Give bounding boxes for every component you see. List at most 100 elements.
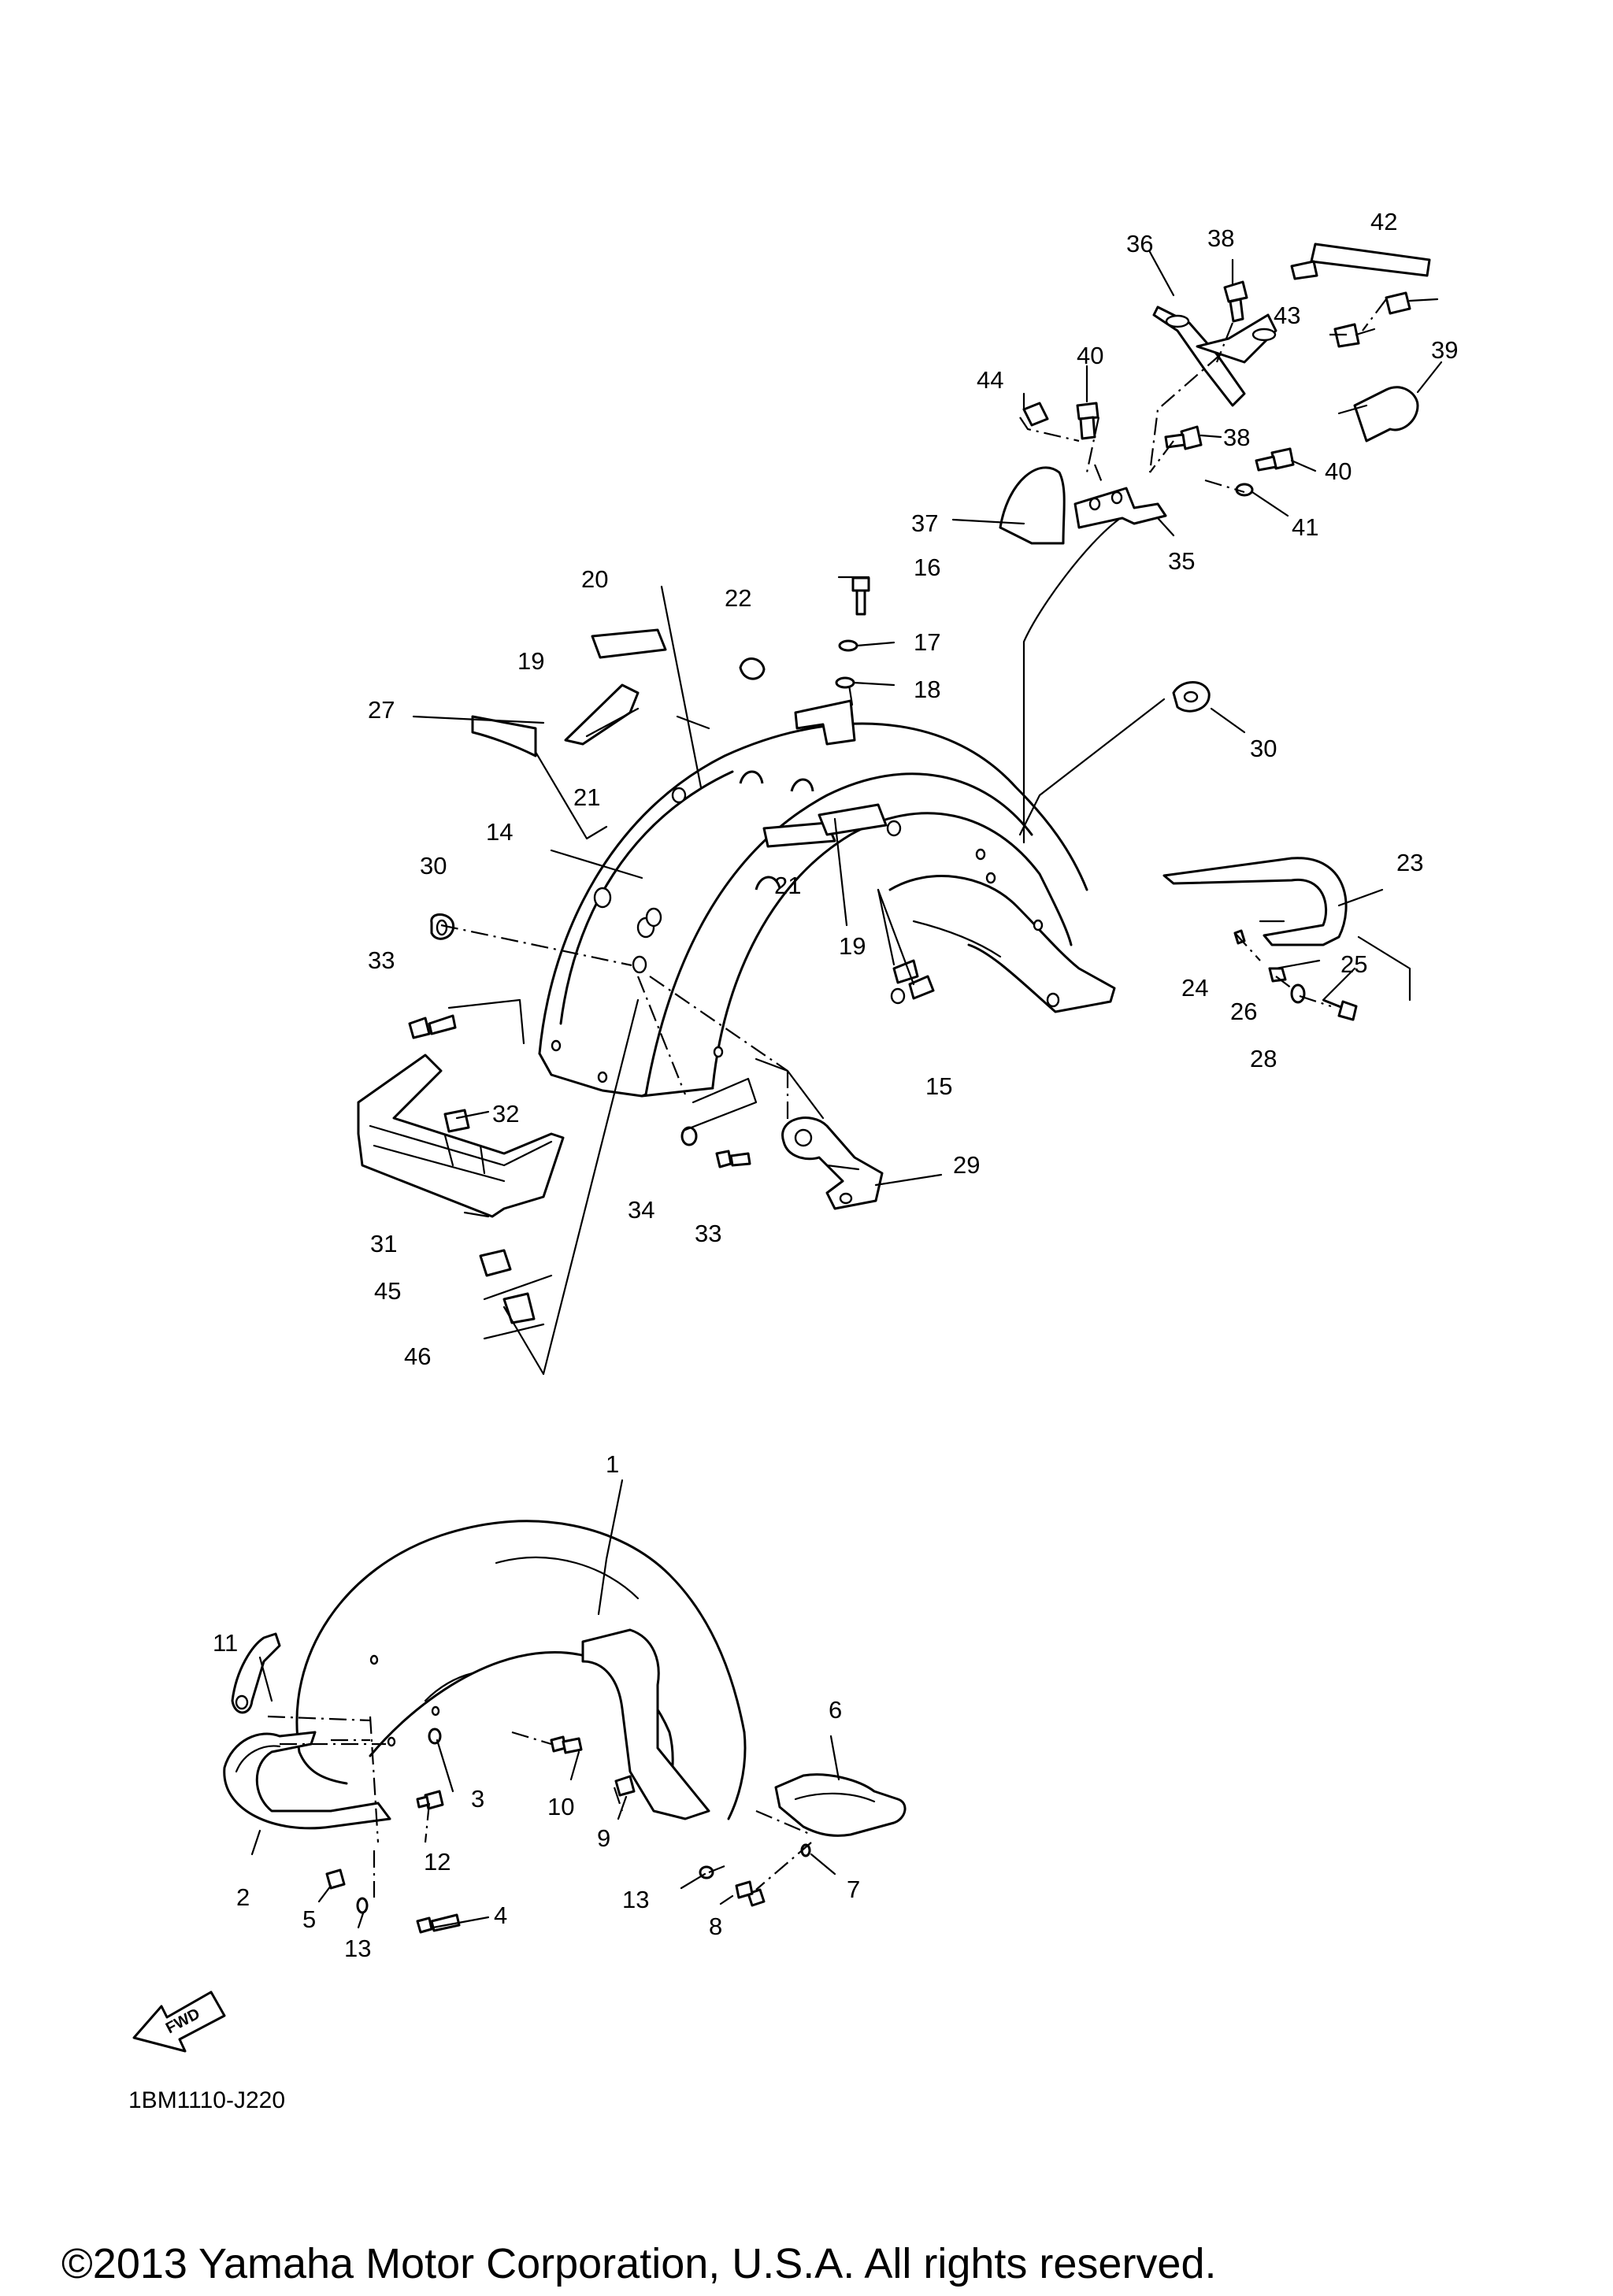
label-part-20: 20 <box>581 565 608 593</box>
part-9 <box>614 1775 636 1797</box>
fender-holes <box>551 787 1060 1083</box>
part-39 <box>1353 386 1419 443</box>
copyright-notice: ©2013 Yamaha Motor Corporation, U.S.A. A… <box>61 2240 1217 2287</box>
part-42 <box>1310 243 1431 277</box>
part-20-shape <box>591 628 667 659</box>
label-part-45: 45 <box>374 1277 401 1305</box>
label-part-39: 39 <box>1431 336 1458 364</box>
label-part-25: 25 <box>1340 950 1367 978</box>
part-27-shape <box>471 715 537 757</box>
part-11 <box>231 1632 281 1714</box>
label-part-28: 28 <box>1250 1045 1277 1072</box>
label-part-29: 29 <box>953 1151 980 1179</box>
label-part-33a: 33 <box>368 946 395 974</box>
label-part-42: 42 <box>1370 208 1397 235</box>
diagram-code: 1BM1110-J220 <box>128 2087 285 2113</box>
label-part-10: 10 <box>547 1793 574 1820</box>
part-6 <box>774 1773 907 1837</box>
label-part-43: 43 <box>1274 302 1300 329</box>
label-part-13b: 13 <box>622 1886 649 1913</box>
label-part-15: 15 <box>925 1072 952 1100</box>
part-33-bolt-left <box>408 1014 457 1039</box>
label-part-3: 3 <box>471 1785 484 1813</box>
label-part-17: 17 <box>914 628 940 656</box>
label-part-34: 34 <box>628 1196 654 1224</box>
rear-fender-assembly <box>538 722 1116 1098</box>
part-36 <box>1152 306 1246 407</box>
part-23-rail <box>1162 857 1348 946</box>
part-22-shape <box>739 657 766 680</box>
label-part-24: 24 <box>1181 974 1208 1002</box>
part-46 <box>502 1292 536 1324</box>
part-26 <box>1268 967 1287 983</box>
label-part-8: 8 <box>709 1913 722 1940</box>
label-part-33b: 33 <box>695 1220 721 1247</box>
part-38-bolt-top <box>1223 280 1248 323</box>
label-part-40b: 40 <box>1325 457 1352 485</box>
part-8-bolt <box>735 1880 766 1907</box>
part-13-left <box>356 1897 369 1914</box>
label-part-6: 6 <box>829 1696 842 1724</box>
label-part-27: 27 <box>368 696 395 724</box>
part-35 <box>1073 487 1167 529</box>
label-part-9: 9 <box>597 1824 610 1852</box>
part-18-washer <box>835 676 855 689</box>
part-33-bolt-center <box>715 1150 751 1168</box>
label-part-21b: 21 <box>774 872 801 899</box>
label-part-7: 7 <box>847 1876 860 1903</box>
part-37 <box>999 466 1066 545</box>
top-bracket <box>794 699 856 746</box>
label-part-38b: 38 <box>1223 424 1250 451</box>
label-part-44: 44 <box>977 366 1003 394</box>
label-part-40a: 40 <box>1077 342 1103 369</box>
label-part-46: 46 <box>404 1342 431 1370</box>
part-25-bolt <box>1322 998 1358 1021</box>
label-part-4: 4 <box>494 1902 507 1929</box>
label-part-2: 2 <box>236 1883 250 1911</box>
label-part-1: 1 <box>606 1450 619 1478</box>
part-5 <box>325 1868 346 1890</box>
label-part-13a: 13 <box>344 1935 371 1962</box>
label-part-19b: 19 <box>839 932 866 960</box>
label-part-14: 14 <box>486 818 513 846</box>
fwd-arrow-icon: FWD <box>132 1990 226 2053</box>
label-part-12: 12 <box>424 1848 451 1876</box>
part-number-labels: 1 2 3 4 5 6 7 8 9 10 11 12 13 13 14 15 1… <box>213 208 1458 1962</box>
label-part-38a: 38 <box>1207 224 1234 252</box>
part-45 <box>479 1249 512 1277</box>
part-2-bracket <box>223 1731 391 1830</box>
label-part-35: 35 <box>1168 547 1195 575</box>
label-part-30b: 30 <box>1250 735 1277 762</box>
part-40-bolt-right <box>1255 447 1295 472</box>
label-part-32: 32 <box>492 1100 519 1128</box>
label-part-26: 26 <box>1230 998 1257 1025</box>
label-part-41: 41 <box>1292 513 1318 541</box>
label-part-23: 23 <box>1396 849 1423 876</box>
label-part-36: 36 <box>1126 230 1153 257</box>
label-part-5: 5 <box>302 1905 316 1933</box>
label-part-22: 22 <box>725 584 751 612</box>
part-40-bolt-left <box>1076 402 1099 440</box>
part-44 <box>1022 402 1049 427</box>
part-31-housing <box>357 1054 565 1218</box>
front-fender-assembly <box>295 1520 747 1820</box>
label-part-18: 18 <box>914 676 940 703</box>
label-part-21a: 21 <box>573 783 600 811</box>
label-part-11: 11 <box>213 1629 238 1657</box>
part-19-shape <box>564 683 640 746</box>
part-16-bolt <box>851 576 870 616</box>
part-17-washer <box>838 639 858 652</box>
part-32-nut <box>443 1109 470 1133</box>
label-part-37: 37 <box>911 509 938 537</box>
part-34-washer <box>680 1126 698 1146</box>
label-part-16: 16 <box>914 554 940 581</box>
part-28 <box>1290 983 1306 1004</box>
label-part-19a: 19 <box>517 647 544 675</box>
part-3 <box>428 1728 442 1745</box>
part-12-bolt <box>416 1790 444 1810</box>
leader-lines <box>250 250 1443 1929</box>
label-part-30a: 30 <box>420 852 447 880</box>
part-10-bolt <box>550 1735 583 1754</box>
label-part-31: 31 <box>370 1230 397 1257</box>
